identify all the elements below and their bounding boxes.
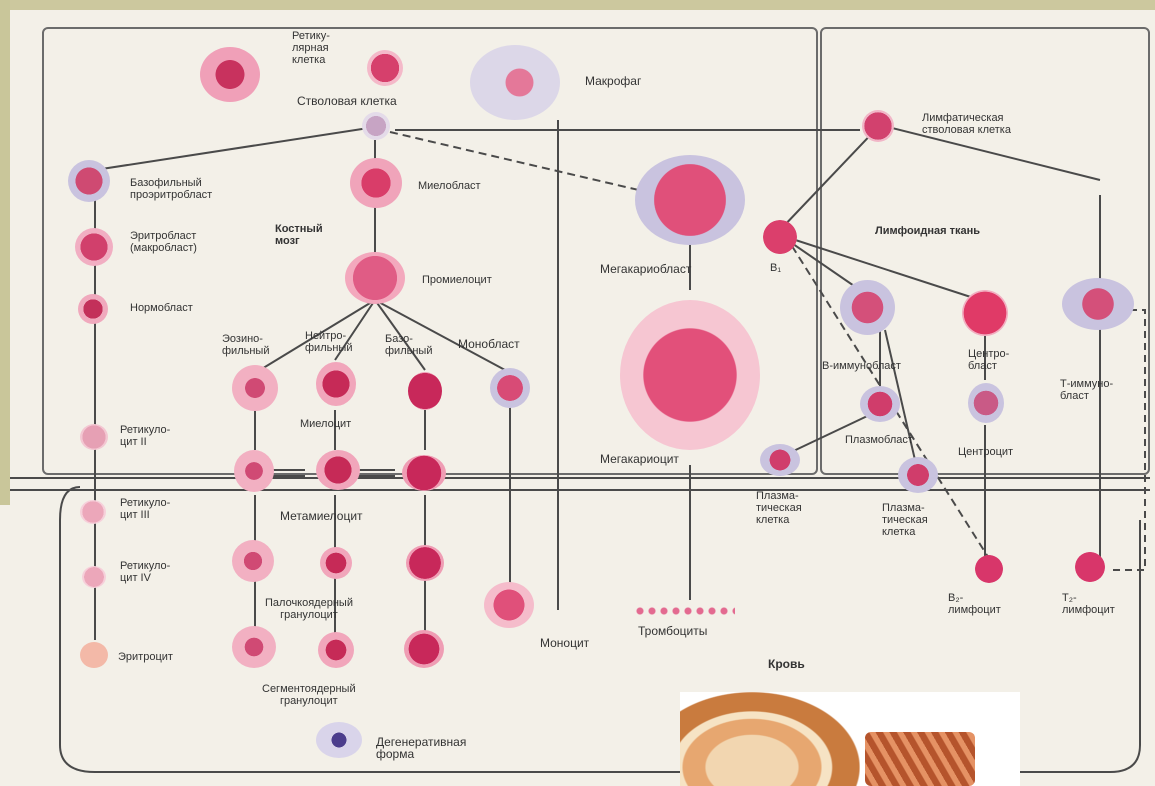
label-bone-marrow: Костный мозг bbox=[275, 223, 323, 247]
basophil-myelocyte-cell bbox=[408, 372, 442, 410]
label-macrophage: Макрофаг bbox=[585, 75, 641, 87]
t2-lymphocyte-cell bbox=[1075, 552, 1105, 582]
label-b2-lymphocyte: B₂- лимфоцит bbox=[948, 592, 1001, 616]
label-metamyelocyte: Метамиелоцит bbox=[280, 510, 363, 522]
label-erythrocyte: Эритроцит bbox=[118, 651, 173, 663]
b2-lymphocyte-cell bbox=[975, 555, 1003, 583]
label-lymphoid-tissue: Лимфоидная ткань bbox=[875, 225, 980, 237]
erythroblast-cell bbox=[75, 228, 113, 266]
b1-cell bbox=[763, 220, 797, 254]
label-segmented-granulocyte: Сегментоядерный гранулоцит bbox=[262, 683, 356, 707]
label-plasmoblast: Плазмобласт bbox=[845, 434, 913, 446]
label-t2-lymphocyte: T₂- лимфоцит bbox=[1062, 592, 1115, 616]
thrombocytes-dots bbox=[635, 605, 735, 617]
neutrophil-segmented-cell bbox=[318, 632, 354, 668]
label-erythroblast: Эритробласт (макробласт) bbox=[130, 230, 197, 254]
centrocyte-cell bbox=[968, 383, 1004, 423]
label-t-immunoblast: Т-иммуно- бласт bbox=[1060, 378, 1113, 402]
label-reticulocyte3: Ретикуло- цит III bbox=[120, 497, 170, 521]
spongy-bone-illustration bbox=[865, 732, 975, 786]
macrophage-cell bbox=[470, 45, 560, 120]
neutrophil-metamyelocyte-cell bbox=[316, 450, 360, 490]
centroblast-cell bbox=[962, 290, 1008, 336]
plasmoblast-cell bbox=[860, 386, 900, 422]
eosinophil-myelocyte-cell bbox=[232, 365, 278, 411]
eosinophil-band-cell bbox=[232, 540, 274, 582]
label-myelocyte: Миелоцит bbox=[300, 418, 351, 430]
promyelocyte-cell bbox=[345, 252, 405, 304]
label-neutrophilic: Нейтро- фильный bbox=[305, 330, 352, 354]
bone-inset-image bbox=[680, 692, 1020, 786]
monocyte-cell bbox=[484, 582, 534, 628]
label-blood: Кровь bbox=[768, 658, 805, 670]
reticular-cell-small bbox=[367, 50, 403, 86]
label-centrocyte: Центроцит bbox=[958, 446, 1013, 458]
b-immunoblast-cell bbox=[840, 280, 895, 335]
label-lymph-stem: Лимфатическая стволовая клетка bbox=[922, 112, 1011, 136]
label-promyelocyte: Промиелоцит bbox=[422, 274, 492, 286]
label-centroblast: Центро- бласт bbox=[968, 348, 1009, 372]
reticulocyte2-cell bbox=[80, 424, 108, 450]
label-megakaryocyte: Мегакариоцит bbox=[600, 453, 679, 465]
basophil-segmented-cell bbox=[404, 630, 444, 668]
megakaryocyte-cell bbox=[620, 300, 760, 450]
label-b-immunoblast: В-иммунобласт bbox=[822, 360, 901, 372]
plasma-cell-1 bbox=[760, 444, 800, 476]
label-monocyte: Моноцит bbox=[540, 637, 589, 649]
label-eosinophilic: Эозино- фильный bbox=[222, 333, 269, 357]
degenerative-form-cell bbox=[316, 722, 362, 758]
label-monoblast: Монобласт bbox=[458, 338, 520, 350]
stem-cell bbox=[362, 112, 390, 140]
basophil-band-cell bbox=[406, 545, 444, 581]
label-b1: B₁ bbox=[770, 262, 781, 274]
label-reticulocyte4: Ретикуло- цит IV bbox=[120, 560, 170, 584]
label-stem-cell: Стволовая клетка bbox=[297, 95, 397, 107]
eosinophil-metamyelocyte-cell bbox=[234, 450, 274, 492]
femur-head-illustration bbox=[680, 692, 860, 786]
label-plasma-cell-2: Плазма- тическая клетка bbox=[882, 502, 928, 538]
label-plasma-cell-1: Плазма- тическая клетка bbox=[756, 490, 802, 526]
reticulocyte4-cell bbox=[82, 566, 106, 588]
reticular-cell-large bbox=[200, 47, 260, 102]
neutrophil-myelocyte-cell bbox=[316, 362, 356, 406]
neutrophil-band-cell bbox=[320, 547, 352, 579]
megakaryoblast-cell bbox=[635, 155, 745, 245]
label-thrombocytes: Тромбоциты bbox=[638, 625, 707, 637]
lymph-stem-cell bbox=[862, 110, 894, 142]
t-immunoblast-cell bbox=[1062, 278, 1134, 330]
normoblast-cell bbox=[78, 294, 108, 324]
label-myeloblast: Миелобласт bbox=[418, 180, 481, 192]
label-basophilic: Базо- фильный bbox=[385, 333, 432, 357]
label-band-granulocyte: Палочкоядерный гранулоцит bbox=[265, 597, 353, 621]
label-normoblast: Нормобласт bbox=[130, 302, 193, 314]
basophil-metamyelocyte-cell bbox=[402, 455, 446, 491]
erythrocyte-cell bbox=[80, 642, 108, 668]
label-degenerative-form: Дегенеративная форма bbox=[376, 736, 466, 760]
label-megakaryoblast: Мегакариобласт bbox=[600, 263, 691, 275]
myeloblast-cell bbox=[350, 158, 402, 208]
label-reticular-cell: Ретику- лярная клетка bbox=[292, 30, 330, 66]
monoblast-cell bbox=[490, 368, 530, 408]
label-baso-proerythroblast: Базофильный проэритробласт bbox=[130, 177, 212, 201]
label-reticulocyte2: Ретикуло- цит II bbox=[120, 424, 170, 448]
eosinophil-segmented-cell bbox=[232, 626, 276, 668]
baso-proerythroblast-cell bbox=[68, 160, 110, 202]
plasma-cell-2 bbox=[898, 457, 938, 493]
reticulocyte3-cell bbox=[80, 500, 106, 524]
